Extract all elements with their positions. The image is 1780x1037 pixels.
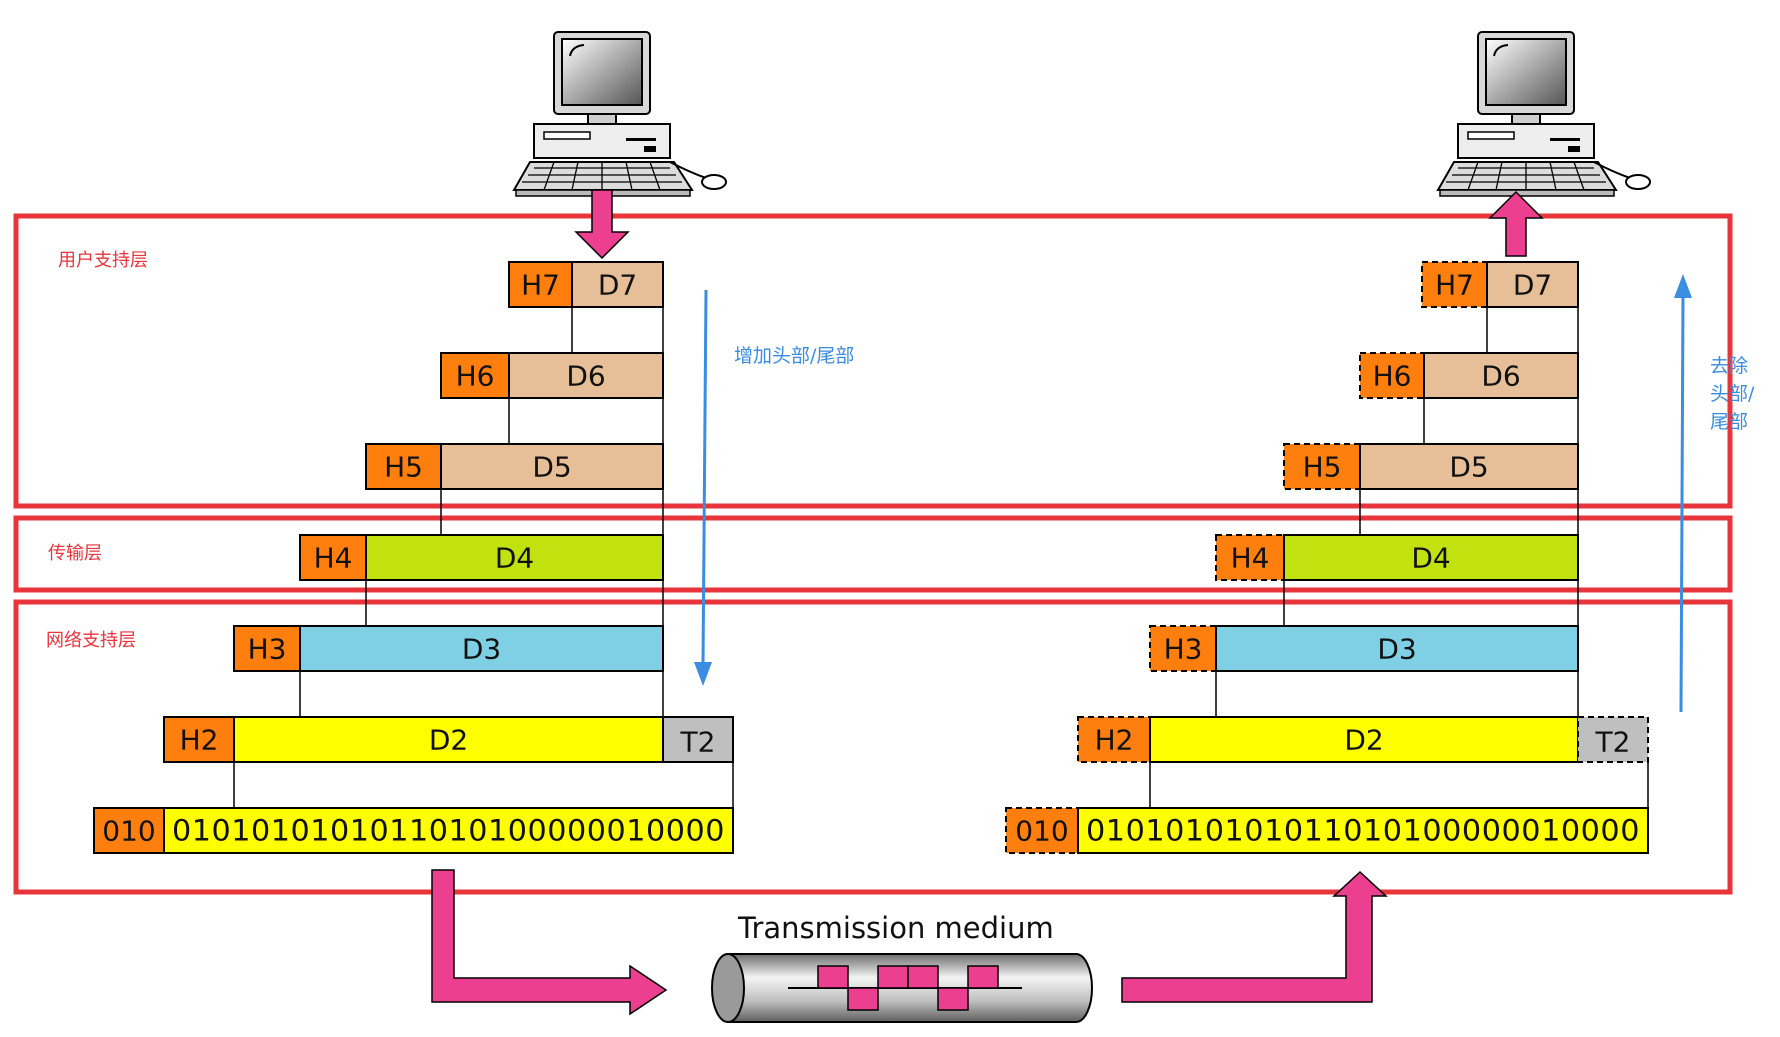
header-label: H2 [180, 724, 219, 757]
packet-row-7: 010 0101010101011010100000010000 [1005, 807, 1649, 854]
data-cell [1359, 443, 1579, 490]
data-cell [571, 261, 664, 308]
trailer-cell [662, 716, 734, 763]
packet-row-5: H3 D3 [233, 625, 664, 717]
remove-header-arrow-icon [1674, 274, 1692, 713]
header-label: H3 [248, 633, 287, 666]
data-label: D5 [1449, 451, 1488, 484]
header-cell [1149, 625, 1217, 672]
packet-row-6: H2 D2 T2 [163, 716, 734, 808]
sender-down-arrow-icon [574, 189, 630, 260]
remove-header-trailer-note-line1: 去除 [1710, 355, 1748, 377]
trailer-cell [1577, 716, 1649, 763]
header-label: 010 [102, 815, 155, 848]
packet-row-2: H6 D6 [440, 352, 664, 444]
user-support-layer-label: 用户支持层 [58, 250, 148, 271]
data-label: D4 [1411, 542, 1450, 575]
data-cell [1486, 261, 1579, 308]
transport-layer-box [13, 515, 1733, 593]
header-label: 010 [1015, 815, 1068, 848]
header-cell [508, 261, 573, 308]
network-support-layer-label: 网络支持层 [46, 630, 136, 651]
header-cell [365, 443, 442, 490]
packet-row-4: H4 D4 [1215, 534, 1579, 626]
data-cell [508, 352, 664, 399]
data-cell [163, 807, 734, 854]
packet-row-3: H5 D5 [365, 443, 664, 535]
data-cell [299, 625, 664, 672]
data-label: D2 [429, 724, 468, 757]
data-cell [233, 716, 664, 763]
data-label: D6 [566, 360, 605, 393]
packet-row-3: H5 D5 [1283, 443, 1579, 535]
data-label: D7 [598, 269, 637, 302]
header-label: H2 [1095, 724, 1134, 757]
packet-row-4: H4 D4 [299, 534, 664, 626]
header-label: H4 [1231, 542, 1270, 575]
from-medium-arrow-icon [1121, 870, 1388, 1003]
data-label: D2 [1344, 724, 1383, 757]
add-header-trailer-note: 增加头部/尾部 [734, 345, 854, 367]
header-cell [93, 807, 165, 854]
header-cell [440, 352, 510, 399]
header-cell [1359, 352, 1425, 399]
receiver-computer-icon [1436, 31, 1651, 197]
add-header-arrow-icon [694, 289, 712, 686]
packet-row-1: H7 D7 [508, 261, 664, 353]
remove-header-trailer-note-line2: 头部/ [1710, 383, 1755, 405]
trailer-label: T2 [680, 726, 716, 759]
data-cell [1149, 716, 1579, 763]
receiver-up-arrow-icon [1488, 190, 1544, 257]
data-cell [365, 534, 664, 581]
header-cell [1283, 443, 1361, 490]
data-label: D3 [462, 633, 501, 666]
packet-row-5: H3 D3 [1149, 625, 1579, 717]
data-label: D5 [532, 451, 571, 484]
data-cell [1283, 534, 1579, 581]
data-cell [1423, 352, 1579, 399]
bitstream-label: 0101010101011010100000010000 [1086, 814, 1640, 848]
data-cell [1077, 807, 1649, 854]
bitstream-label: 0101010101011010100000010000 [172, 814, 725, 848]
data-label: D6 [1481, 360, 1520, 393]
packet-row-6: H2 D2 T2 [1077, 716, 1649, 808]
header-label: H5 [384, 451, 423, 484]
packet-row-2: H6 D6 [1359, 352, 1579, 444]
to-medium-arrow-icon [431, 869, 668, 1016]
header-label: H4 [314, 542, 353, 575]
trailer-label: T2 [1595, 726, 1631, 759]
header-cell [299, 534, 367, 581]
transmission-medium-cable-icon [711, 953, 1093, 1023]
header-label: H7 [521, 269, 560, 302]
data-cell [1215, 625, 1579, 672]
data-label: D3 [1377, 633, 1416, 666]
packet-row-1: H7 D7 [1421, 261, 1579, 353]
packet-row-7: 010 0101010101011010100000010000 [93, 807, 734, 854]
header-label: H3 [1164, 633, 1203, 666]
transport-layer-label: 传输层 [48, 543, 102, 564]
medium-title: Transmission medium [737, 911, 1054, 945]
data-cell [440, 443, 664, 490]
header-label: H6 [456, 360, 495, 393]
header-label: H5 [1303, 451, 1342, 484]
header-cell [163, 716, 235, 763]
network-support-layer-box [13, 599, 1733, 895]
header-label: H6 [1373, 360, 1412, 393]
data-label: D4 [495, 542, 534, 575]
header-label: H7 [1435, 269, 1474, 302]
header-cell [1421, 261, 1488, 308]
data-label: D7 [1513, 269, 1552, 302]
user-support-layer-box [13, 213, 1733, 509]
remove-header-trailer-note-line3: 尾部 [1710, 411, 1748, 433]
sender-computer-icon [512, 31, 727, 197]
